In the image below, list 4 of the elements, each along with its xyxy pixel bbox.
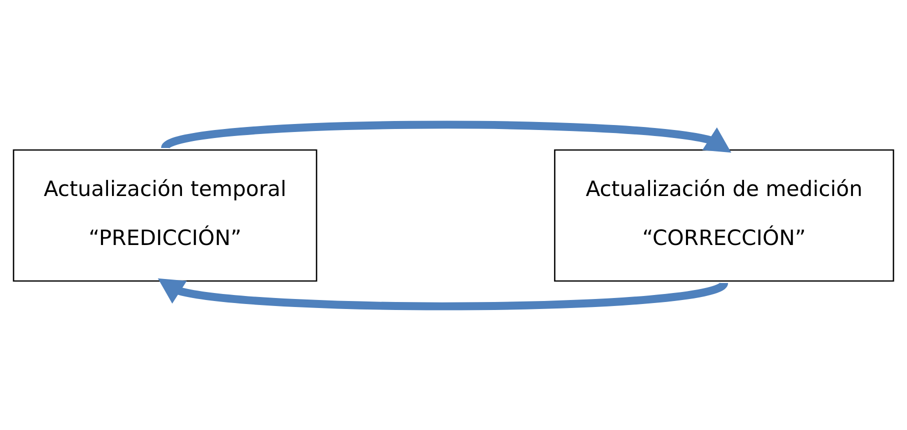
node-box: Actualización temporal “PREDICCIÓN” — [12, 148, 318, 282]
arrow — [158, 278, 726, 310]
node-box: Actualización de medición “CORRECCIÓN” — [554, 148, 894, 282]
arrow — [162, 120, 732, 152]
